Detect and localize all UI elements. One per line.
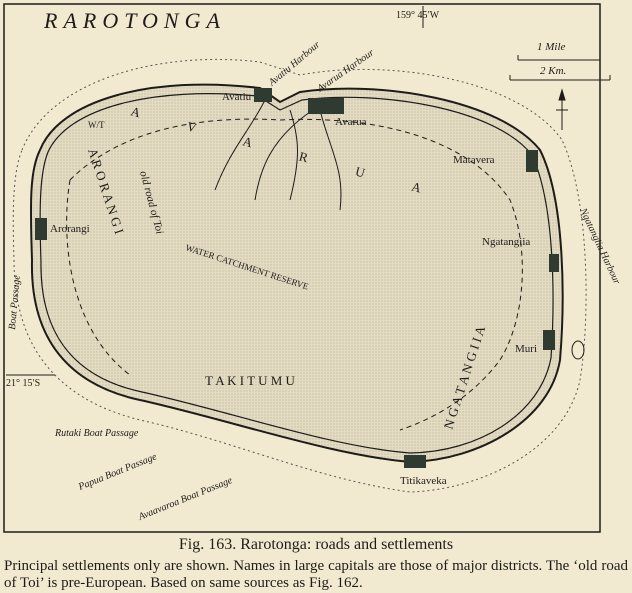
settlement-ngatangiia-marker [549, 254, 559, 272]
map-frame [3, 3, 601, 533]
settlement-muri-marker [543, 330, 555, 350]
label-muri: Muri [515, 343, 537, 355]
label-titikaveka: Titikaveka [400, 475, 447, 487]
scale-mile-label: 1 Mile [537, 41, 566, 53]
label-avatiu: Avatiu [222, 91, 252, 103]
scale-bar-mile [517, 55, 601, 61]
label-ngatangiia: Ngatangiia [482, 236, 530, 248]
north-arrow-icon [556, 88, 568, 130]
label-wt: W/T [88, 120, 105, 130]
label-papua-boat-passage: Papua Boat Passage [76, 451, 159, 493]
scale-km-label: 2 Km. [540, 65, 566, 77]
label-matavera: Matavera [453, 154, 495, 166]
island-coastline [29, 83, 564, 464]
label-avatiu-harbour: Avatiu Harbour [266, 39, 322, 89]
label-boat-passage: Boat Passage [7, 274, 23, 330]
settlement-matavera-marker [526, 150, 538, 172]
old-road-of-toi [66, 118, 523, 431]
figure-note: Principal settlements only are shown. Na… [4, 558, 628, 591]
label-avaavaroa-boat-passage: Avaavaroa Boat Passage [136, 475, 234, 523]
settlement-avatiu-marker [254, 88, 272, 102]
label-rutaki-boat-passage: Rutaki Boat Passage [54, 428, 139, 439]
scale-bar-km [509, 75, 611, 81]
label-avarua: Avarua [335, 116, 367, 128]
label-arorangi: Arorangi [50, 223, 90, 235]
longitude-label: 159° 45′W [396, 10, 440, 21]
settlement-arorangi-marker [35, 218, 47, 240]
map-title: RAROTONGA [43, 8, 226, 33]
motu-islet [571, 340, 585, 360]
district-takitumu: T A K I T U M U [205, 373, 296, 388]
inland-roads [214, 99, 342, 211]
coastal-road [39, 93, 554, 454]
figure-caption: Fig. 163. Rarotonga: roads and settlemen… [178, 536, 454, 553]
latitude-label: 21° 15′S [6, 378, 40, 389]
settlement-avarua-marker [308, 98, 344, 114]
settlement-titikaveka-marker [404, 455, 426, 468]
